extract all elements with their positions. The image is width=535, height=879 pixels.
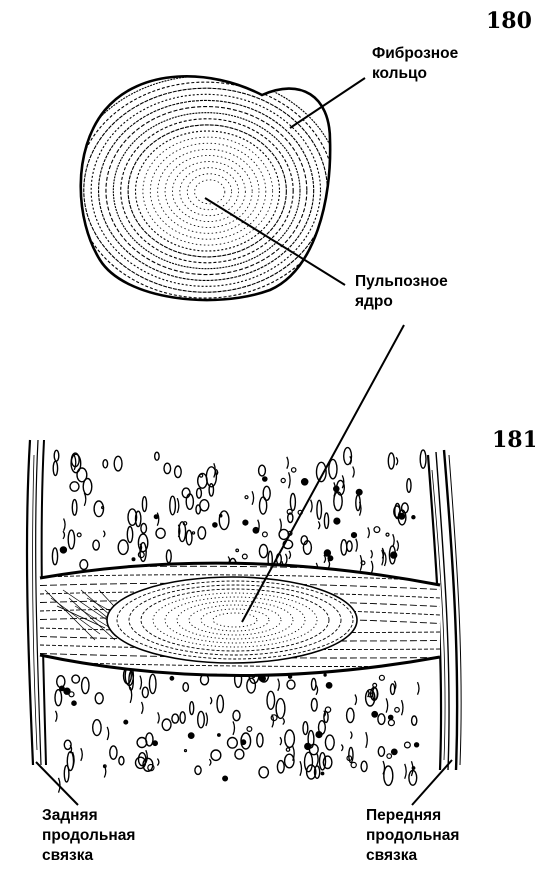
label-annulus-fibrosus: Фиброзное кольцо bbox=[372, 44, 458, 84]
figure-number-181: 181 bbox=[492, 427, 535, 453]
intervertebral-disc-top-view bbox=[69, 76, 341, 304]
nucleus-pulposus-section bbox=[107, 577, 357, 663]
label-anterior-longitudinal-ligament: Передняя продольная связка bbox=[366, 806, 459, 866]
label-nucleus-pulposus: Пульпозное ядро bbox=[355, 272, 448, 312]
label-posterior-longitudinal-ligament: Задняя продольная связка bbox=[42, 806, 135, 866]
figure-number-180: 180 bbox=[486, 8, 532, 34]
